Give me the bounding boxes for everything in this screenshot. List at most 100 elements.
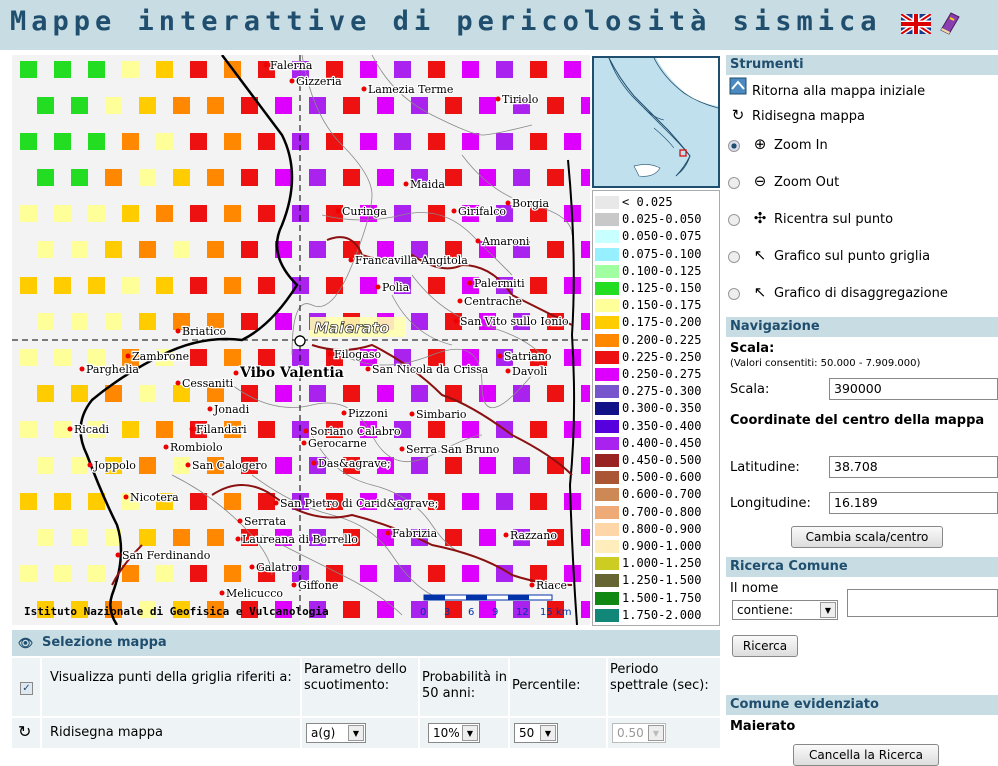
uk-flag-icon[interactable] [901,14,931,34]
hazard-grid-point[interactable] [37,385,54,402]
zoom-in-tool[interactable]: ⊕Zoom In [728,132,828,156]
latitude-input[interactable]: 38.708 [829,456,998,478]
hazard-grid-point[interactable] [530,421,547,438]
hazard-grid-point[interactable] [581,169,590,186]
hazard-grid-point[interactable] [513,385,530,402]
hazard-grid-point[interactable] [156,349,173,366]
hazard-grid-point[interactable] [241,457,258,474]
hazard-grid-point[interactable] [394,133,411,150]
redraw-map-label[interactable]: Ridisegna mappa [42,718,300,748]
hazard-grid-point[interactable] [139,457,156,474]
hazard-grid-point[interactable] [326,61,343,78]
hazard-grid-point[interactable] [292,133,309,150]
hazard-grid-point[interactable] [547,457,564,474]
hazard-grid-point[interactable] [105,457,122,474]
hazard-grid-point[interactable] [258,349,275,366]
hazard-grid-point[interactable] [156,277,173,294]
hazard-grid-point[interactable] [530,493,547,510]
hazard-grid-point[interactable] [445,457,462,474]
hazard-grid-point[interactable] [309,241,326,258]
redraw-map-tool[interactable]: ↻Ridisegna mappa [728,103,865,127]
hazard-grid-point[interactable] [326,277,343,294]
hazard-grid-point[interactable] [513,529,530,546]
hazard-grid-point[interactable] [326,133,343,150]
hazard-grid-point[interactable] [428,565,445,582]
disagg-chart-tool[interactable]: ↖Grafico di disaggregazione [728,280,948,304]
hazard-grid-point[interactable] [258,205,275,222]
hazard-grid-point[interactable] [139,241,156,258]
hazard-grid-point[interactable] [54,349,71,366]
hazard-grid-point[interactable] [105,169,122,186]
hazard-grid-point[interactable] [139,97,156,114]
hazard-grid-point[interactable] [20,421,37,438]
hazard-grid-point[interactable] [479,601,496,618]
hazard-grid-point[interactable] [547,529,564,546]
grid-chart-radio[interactable] [728,250,740,263]
hazard-grid-point[interactable] [207,241,224,258]
hazard-grid-point[interactable] [462,493,479,510]
hazard-grid-point[interactable] [54,133,71,150]
hazard-grid-point[interactable] [343,601,360,618]
hazard-grid-point[interactable] [258,277,275,294]
hazard-grid-point[interactable] [275,601,292,618]
hazard-grid-point[interactable] [241,97,258,114]
hazard-grid-point[interactable] [224,565,241,582]
hazard-grid-point[interactable] [241,601,258,618]
hazard-grid-point[interactable] [224,349,241,366]
search-mode-select[interactable]: contiene:▼ [732,600,838,620]
hazard-grid-point[interactable] [394,493,411,510]
hazard-grid-point[interactable] [258,61,275,78]
hazard-grid-point[interactable] [71,529,88,546]
hazard-grid-point[interactable] [258,565,275,582]
hazard-grid-point[interactable] [241,169,258,186]
hazard-grid-point[interactable] [37,601,54,618]
hazard-grid-point[interactable] [360,421,377,438]
hazard-grid-point[interactable] [275,385,292,402]
hazard-grid-point[interactable] [428,205,445,222]
hazard-grid-point[interactable] [377,241,394,258]
apply-scale-button[interactable]: Cambia scala/centro [791,526,943,548]
hazard-grid-point[interactable] [122,205,139,222]
hazard-grid-point[interactable] [173,313,190,330]
hazard-grid-point[interactable] [530,205,547,222]
zoom-in-radio[interactable] [728,139,740,152]
hazard-grid-point[interactable] [343,385,360,402]
hazard-grid-point[interactable] [445,313,462,330]
hazard-grid-point[interactable] [581,97,590,114]
hazard-grid-point[interactable] [71,601,88,618]
hazard-grid-point[interactable] [54,61,71,78]
hazard-grid-point[interactable] [105,241,122,258]
hazard-grid-point[interactable] [513,457,530,474]
hazard-grid-point[interactable] [156,133,173,150]
hazard-grid-point[interactable] [564,277,581,294]
hazard-grid-point[interactable] [428,61,445,78]
hazard-grid-point[interactable] [37,97,54,114]
hazard-grid-point[interactable] [224,205,241,222]
hazard-grid-point[interactable] [428,277,445,294]
hazard-grid-point[interactable] [462,565,479,582]
hazard-grid-point[interactable] [54,493,71,510]
hazard-grid-point[interactable] [156,565,173,582]
overview-map[interactable] [592,56,720,188]
clear-search-button[interactable]: Cancella la Ricerca [793,744,939,766]
hazard-grid-point[interactable] [394,349,411,366]
hazard-grid-point[interactable] [105,97,122,114]
hazard-grid-point[interactable] [394,205,411,222]
hazard-grid-point[interactable] [547,385,564,402]
hazard-grid-point[interactable] [275,457,292,474]
param-select[interactable]: a(g)▼ [306,723,366,743]
hazard-grid-point[interactable] [462,205,479,222]
hazard-grid-point[interactable] [547,169,564,186]
hazard-grid-point[interactable] [20,61,37,78]
refresh-icon[interactable]: ↻ [18,722,32,741]
hazard-grid-point[interactable] [309,169,326,186]
hazard-grid-point[interactable] [258,133,275,150]
hazard-grid-point[interactable] [20,205,37,222]
hazard-grid-point[interactable] [173,169,190,186]
hazard-grid-point[interactable] [275,97,292,114]
hazard-grid-point[interactable] [377,169,394,186]
hazard-grid-point[interactable] [462,349,479,366]
hazard-grid-point[interactable] [292,565,309,582]
hazard-grid-point[interactable] [377,385,394,402]
hazard-grid-point[interactable] [496,565,513,582]
